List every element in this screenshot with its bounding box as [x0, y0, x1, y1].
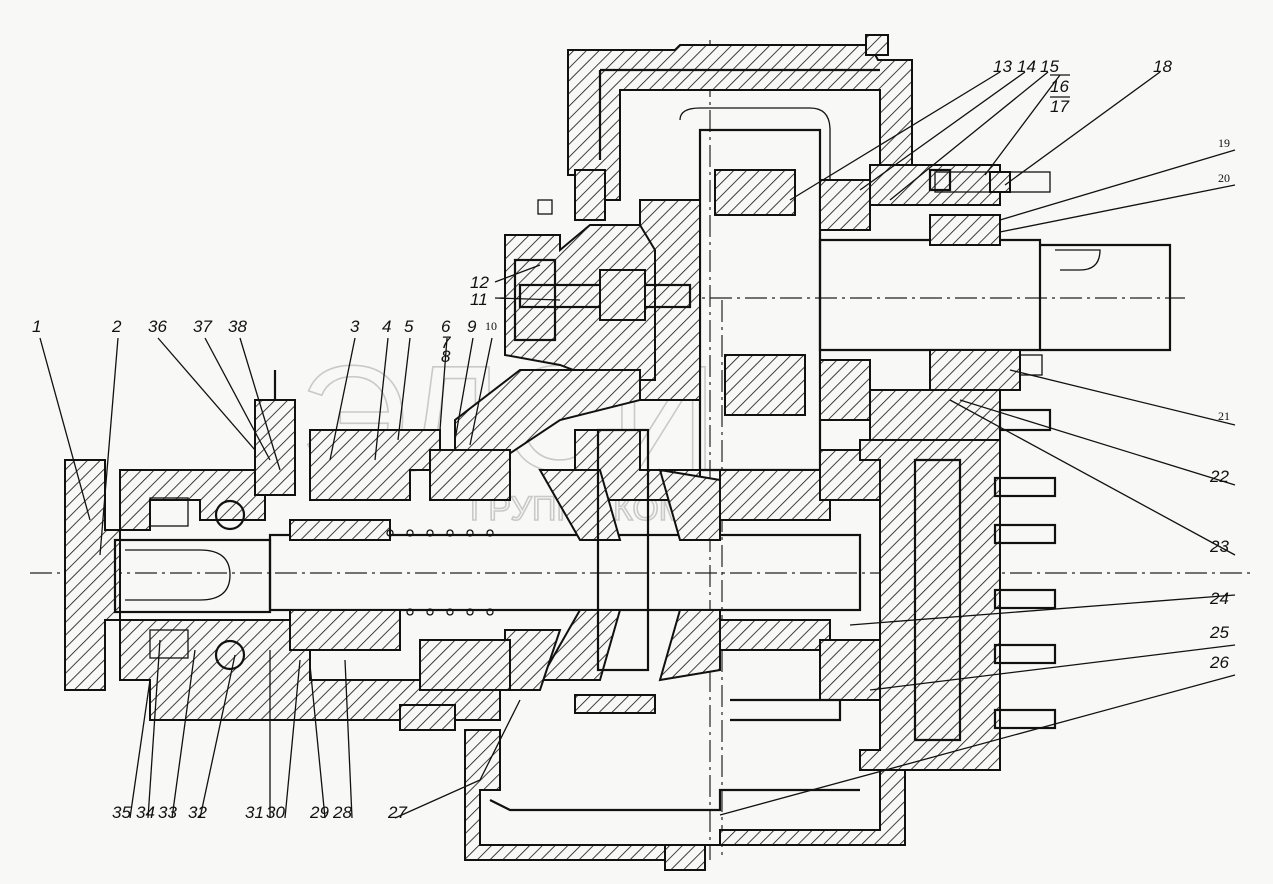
differential — [386, 428, 881, 701]
callout-22: 22 — [1209, 467, 1229, 486]
callout-24: 24 — [1209, 589, 1229, 608]
callout-28: 28 — [332, 803, 352, 822]
callout-3: 3 — [350, 317, 360, 336]
callout-32: 32 — [188, 803, 207, 822]
callout-labels: 1 2 36 37 38 3 4 5 6 7 8 9 10 11 12 13 1… — [32, 57, 1230, 822]
callout-30: 30 — [266, 803, 285, 822]
callout-29: 29 — [309, 803, 329, 822]
callout-2: 2 — [111, 317, 122, 336]
callout-5: 5 — [404, 317, 414, 336]
callout-15: 15 — [1040, 57, 1059, 76]
callout-14: 14 — [1017, 57, 1036, 76]
callout-36: 36 — [148, 317, 167, 336]
callout-16: 16 — [1050, 77, 1069, 96]
callout-27: 27 — [387, 803, 407, 822]
callout-21: 21 — [1218, 409, 1230, 423]
input-housing — [64, 369, 862, 721]
callout-4: 4 — [382, 317, 391, 336]
callout-17: 17 — [1050, 97, 1069, 116]
callout-11: 11 — [470, 290, 488, 309]
callout-25: 25 — [1209, 623, 1229, 642]
callout-37: 37 — [193, 317, 212, 336]
callout-38: 38 — [228, 317, 247, 336]
callout-19: 19 — [1218, 136, 1230, 150]
callout-13: 13 — [993, 57, 1012, 76]
callout-20: 20 — [1218, 171, 1230, 185]
upper-housing — [567, 34, 1172, 472]
callout-7: 7 — [441, 333, 451, 352]
callout-12: 12 — [470, 273, 489, 292]
callout-35: 35 — [112, 803, 131, 822]
callout-31: 31 — [245, 803, 264, 822]
callout-26: 26 — [1209, 653, 1229, 672]
side-cover — [504, 169, 692, 381]
callout-6: 6 — [441, 317, 451, 336]
callout-10: 10 — [485, 319, 497, 333]
callout-9: 9 — [467, 317, 477, 336]
callout-33: 33 — [158, 803, 177, 822]
callout-23: 23 — [1209, 537, 1229, 556]
leader-lines — [39, 71, 1236, 819]
callout-1: 1 — [32, 317, 41, 336]
callout-18: 18 — [1153, 57, 1172, 76]
callout-8: 8 — [441, 347, 451, 366]
callout-34: 34 — [136, 803, 155, 822]
